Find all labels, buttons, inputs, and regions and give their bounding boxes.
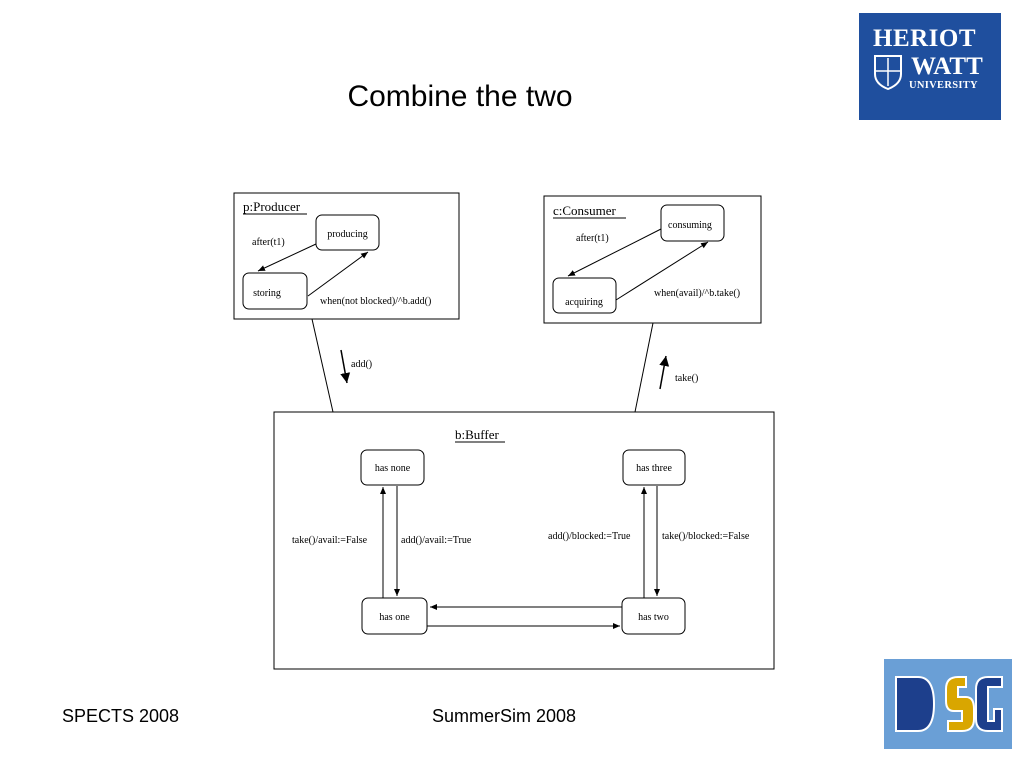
- state-storing: [242, 272, 308, 310]
- state-producing-label: producing: [327, 229, 368, 240]
- state-has-two-label: has two: [638, 612, 669, 623]
- producer-buffer-link: [311, 318, 334, 413]
- state-producing: [315, 214, 380, 251]
- producer-when-label: when(not blocked)/^b.add(): [320, 296, 431, 307]
- producer-after-label: after(t1): [252, 237, 285, 248]
- footer-center: SummerSim 2008: [432, 706, 577, 726]
- state-has-none: [360, 449, 425, 486]
- consumer-after-label: after(t1): [576, 233, 609, 244]
- logo-line-2: WATT: [911, 53, 983, 80]
- footer-left: SPECTS 2008: [62, 706, 180, 726]
- take-avail-false-label: take()/avail:=False: [292, 535, 368, 546]
- take-message-arrow: [659, 355, 670, 390]
- dsg-logo-art: [884, 659, 1012, 749]
- state-acquiring-label: acquiring: [565, 297, 603, 308]
- slide-title: Combine the two: [347, 80, 573, 113]
- consumer-title: c:Consumer: [553, 203, 616, 218]
- add-blocked-true-label: add()/blocked:=True: [548, 531, 631, 542]
- take-message-label: take(): [675, 373, 698, 384]
- producer-title: p:Producer: [243, 199, 301, 214]
- add-avail-true-label: add()/avail:=True: [401, 535, 472, 546]
- buffer-title: b:Buffer: [455, 427, 499, 442]
- state-storing-label: storing: [253, 288, 281, 299]
- add-message-label: add(): [351, 359, 372, 370]
- logo-line-1: HERIOT: [873, 25, 977, 52]
- transition-consuming-acquiring: [567, 228, 662, 277]
- state-has-three-label: has three: [636, 463, 672, 474]
- transition-producing-storing: [257, 243, 317, 272]
- state-has-one-label: has one: [379, 612, 410, 623]
- state-has-one: [361, 597, 428, 635]
- state-acquiring: [552, 277, 617, 314]
- state-has-two: [621, 597, 686, 635]
- transition-storing-producing: [307, 251, 369, 297]
- consumer-buffer-link: [634, 322, 654, 413]
- heriot-watt-logo: HERIOT WATT UNIVERSITY: [859, 13, 1001, 120]
- logo-line-3: UNIVERSITY: [909, 80, 978, 91]
- state-has-none-label: has none: [375, 463, 411, 474]
- take-blocked-false-label: take()/blocked:=False: [662, 531, 750, 542]
- state-has-three: [622, 449, 686, 486]
- state-consuming-label: consuming: [668, 220, 712, 231]
- consumer-when-label: when(avail)/^b.take(): [654, 288, 740, 299]
- crest-icon: [874, 55, 902, 90]
- dsg-logo: [884, 659, 1012, 749]
- transition-acquiring-consuming: [615, 241, 709, 301]
- add-message-arrow: [340, 349, 351, 384]
- state-consuming: [660, 204, 725, 242]
